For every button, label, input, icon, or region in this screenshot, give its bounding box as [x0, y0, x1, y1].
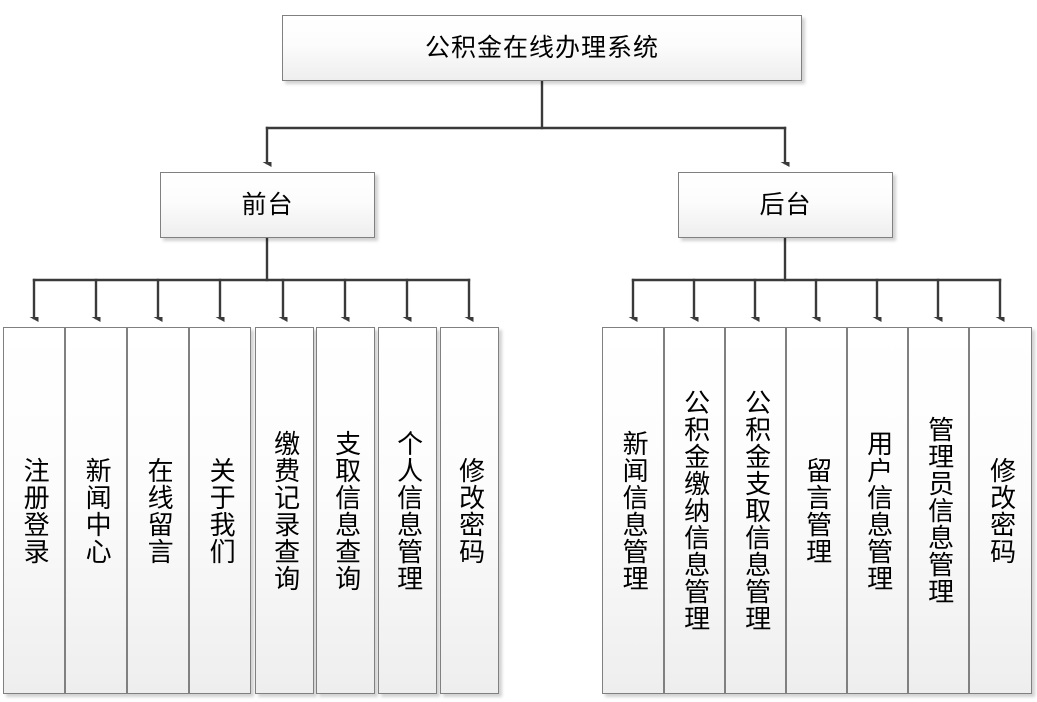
leaf-node-frontend-7[interactable]: 个人信息管理 — [378, 327, 437, 694]
leaf-node-frontend-8[interactable]: 修改密码 — [440, 327, 499, 694]
leaf-node-label: 新闻中心 — [81, 456, 112, 565]
branch-node-backend[interactable]: 后台 — [678, 172, 893, 238]
leaf-node-label: 缴费记录查询 — [269, 429, 300, 592]
leaf-node-label: 新闻信息管理 — [618, 429, 649, 592]
branch-node-backend-label: 后台 — [759, 190, 812, 220]
leaf-node-label: 用户信息管理 — [862, 429, 893, 592]
leaf-node-backend-2[interactable]: 公积金缴纳信息管理 — [664, 327, 725, 694]
leaf-node-label: 公积金支取信息管理 — [740, 389, 771, 632]
leaf-node-frontend-3[interactable]: 在线留言 — [127, 327, 189, 694]
leaf-node-label: 关于我们 — [205, 456, 236, 565]
leaf-node-backend-6[interactable]: 管理员信息管理 — [908, 327, 969, 694]
branch-node-frontend-label: 前台 — [241, 190, 294, 220]
leaf-node-backend-1[interactable]: 新闻信息管理 — [602, 327, 664, 694]
leaf-node-backend-4[interactable]: 留言管理 — [786, 327, 847, 694]
leaf-node-label: 在线留言 — [143, 456, 174, 565]
leaf-node-frontend-1[interactable]: 注册登录 — [3, 327, 65, 694]
leaf-node-label: 修改密码 — [454, 456, 485, 565]
leaf-node-label: 留言管理 — [801, 456, 832, 565]
leaf-node-label: 公积金缴纳信息管理 — [679, 389, 710, 632]
leaf-node-label: 支取信息查询 — [330, 429, 361, 592]
leaf-node-frontend-2[interactable]: 新闻中心 — [65, 327, 127, 694]
leaf-node-frontend-5[interactable]: 缴费记录查询 — [255, 327, 314, 694]
leaf-node-backend-5[interactable]: 用户信息管理 — [847, 327, 908, 694]
root-node-label: 公积金在线办理系统 — [424, 33, 659, 63]
leaf-node-label: 管理员信息管理 — [923, 416, 954, 605]
leaf-node-backend-3[interactable]: 公积金支取信息管理 — [725, 327, 786, 694]
leaf-node-label: 个人信息管理 — [392, 429, 423, 592]
leaf-node-frontend-6[interactable]: 支取信息查询 — [316, 327, 375, 694]
leaf-node-label: 修改密码 — [985, 456, 1016, 565]
leaf-node-frontend-4[interactable]: 关于我们 — [189, 327, 251, 694]
root-node-system[interactable]: 公积金在线办理系统 — [282, 15, 802, 81]
leaf-node-backend-7[interactable]: 修改密码 — [969, 327, 1032, 694]
leaf-node-label: 注册登录 — [19, 456, 50, 565]
branch-node-frontend[interactable]: 前台 — [160, 172, 375, 238]
